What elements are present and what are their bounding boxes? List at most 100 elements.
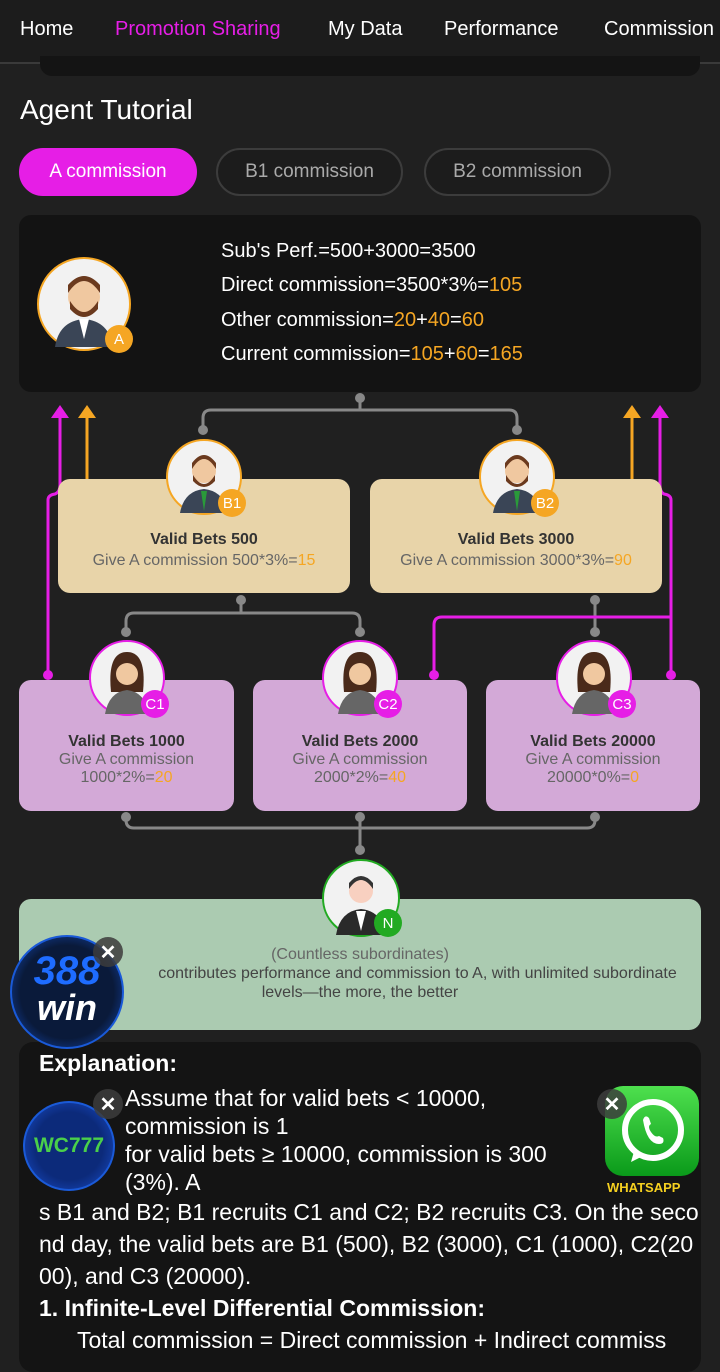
close-whatsapp-button[interactable]: ✕ [597, 1089, 627, 1119]
tab-my-data[interactable]: My Data [328, 18, 403, 40]
countless-label: (Countless subordinates) [271, 946, 449, 963]
male-avatar-icon [55, 276, 113, 347]
tab-home[interactable]: Home [20, 18, 74, 40]
label: Give A commission 3000*3%= [400, 552, 615, 569]
value: 20 [154, 769, 173, 786]
pill-b1-commission[interactable]: B1 commission [216, 148, 403, 196]
b1-valid-bets: Valid Bets 500 [150, 531, 258, 548]
sub-perf-line: Sub's Perf.=500+3000=3500 [221, 240, 476, 262]
calc: 20000*0%= [546, 769, 631, 786]
section-1-heading: 1. Infinite-Level Differential Commissio… [39, 1295, 486, 1321]
pill-a-commission[interactable]: A commission [19, 148, 197, 196]
close-388win-button[interactable]: ✕ [93, 937, 123, 967]
whatsapp-floating-button[interactable]: WHATSAPP [605, 1086, 705, 1198]
c2-give-label: Give A commission [292, 751, 428, 768]
female-avatar-icon [105, 652, 149, 714]
arrow-heads [51, 405, 669, 418]
b2-valid-bets: Valid Bets 3000 [457, 531, 575, 548]
op: + [443, 343, 456, 365]
value: 0 [630, 769, 640, 786]
label: Current commission= [221, 343, 411, 365]
c2-commission: 2000*2%=40 [253, 769, 467, 787]
explanation-line: nd day, the valid bets are B1 (500), B2 … [39, 1231, 694, 1257]
avatar-a: A [37, 257, 133, 353]
c2-valid-bets: Valid Bets 2000 [301, 733, 419, 750]
top-nav: Home Promotion Sharing My Data Performan… [0, 0, 720, 64]
badge-c2: C2 [374, 690, 402, 718]
c3-give-label: Give A commission [525, 751, 661, 768]
current-commission-line: Current commission=105+60=165 [221, 343, 523, 366]
value: 20 [393, 309, 417, 331]
badge-a: A [105, 325, 133, 353]
value: 40 [427, 309, 451, 331]
value: 105 [488, 274, 523, 296]
countless-desc: contributes performance and commission t… [158, 965, 677, 982]
whatsapp-label: WHATSAPP [607, 1180, 681, 1195]
calc: 2000*2%= [313, 769, 389, 786]
value: 90 [614, 552, 632, 569]
page-title: Agent Tutorial [20, 94, 193, 125]
c3-valid-bets: Valid Bets 20000 [530, 733, 656, 750]
badge-n: N [374, 909, 402, 937]
avatar-b2: B2 [479, 439, 559, 517]
avatar-n: N [322, 859, 402, 937]
badge-c1: C1 [141, 690, 169, 718]
value: 15 [297, 552, 316, 569]
value: 60 [455, 343, 478, 365]
gray-connectors [124, 398, 597, 850]
label: Direct commission=3500*3%= [221, 274, 489, 296]
agent-a-summary-card [19, 215, 701, 392]
c1-valid-bets: Valid Bets 1000 [68, 733, 185, 750]
male-avatar-icon [336, 876, 386, 935]
explanation-line: 00), and C3 (20000). [39, 1263, 252, 1289]
op: = [450, 309, 462, 331]
female-avatar-icon [572, 652, 616, 714]
explanation-line: s B1 and B2; B1 recruits C1 and C2; B2 r… [39, 1199, 699, 1225]
explanation-wrapped-lines: Assume that for valid bets < 10000, comm… [125, 1084, 590, 1196]
calc: 1000*2%= [80, 769, 155, 786]
op: + [416, 309, 428, 331]
tab-promotion-sharing[interactable]: Promotion Sharing [115, 18, 281, 40]
b1-commission: Give A commission 500*3%=15 [58, 552, 350, 570]
388win-logo-bottom: win [37, 987, 97, 1028]
c3-commission: 20000*0%=0 [486, 769, 700, 787]
388win-floating-button[interactable]: 388 win [10, 935, 124, 1049]
avatar-c1: C1 [89, 640, 169, 718]
wc777-logo: WC777 [33, 1134, 105, 1157]
explanation-card [19, 1042, 701, 1372]
value: 60 [461, 309, 484, 331]
value: 105 [410, 343, 444, 365]
gray-dots [121, 393, 600, 855]
phone-icon [622, 1099, 684, 1162]
formula-line: Total commission = Direct commission + I… [77, 1327, 667, 1353]
previous-card-edge [40, 56, 700, 76]
op: = [477, 343, 490, 365]
avatar-c2: C2 [322, 640, 402, 718]
countless-desc-2: levels—the more, the better [261, 984, 459, 1001]
male-avatar-icon [180, 455, 228, 513]
badge-b2: B2 [531, 489, 559, 517]
value: 40 [388, 769, 407, 786]
value: 165 [489, 343, 523, 365]
female-avatar-icon [338, 652, 382, 714]
c1-commission: 1000*2%=20 [19, 769, 234, 787]
b2-commission: Give A commission 3000*3%=90 [370, 552, 662, 570]
avatar-c3: C3 [556, 640, 636, 718]
close-wc777-button[interactable]: ✕ [93, 1089, 123, 1119]
other-commission-line: Other commission=20+40=60 [221, 309, 484, 332]
explanation-line: for valid bets ≥ 10000, commission is 30… [125, 1141, 547, 1195]
label: Give A commission 500*3%= [92, 552, 298, 569]
label: Other commission= [221, 309, 394, 331]
explanation-heading: Explanation: [39, 1050, 178, 1076]
badge-c3: C3 [608, 690, 636, 718]
avatar-b1: B1 [166, 439, 246, 517]
tab-commission[interactable]: Commission [604, 18, 715, 40]
c1-give-label: Give A commission [58, 751, 195, 768]
explanation-line: Assume that for valid bets < 10000, comm… [125, 1085, 487, 1139]
badge-b1: B1 [218, 489, 246, 517]
388win-logo-top: 388 [33, 949, 101, 993]
pill-b2-commission[interactable]: B2 commission [424, 148, 611, 196]
tab-performance[interactable]: Performance [444, 18, 559, 40]
male-avatar-icon [493, 455, 541, 513]
